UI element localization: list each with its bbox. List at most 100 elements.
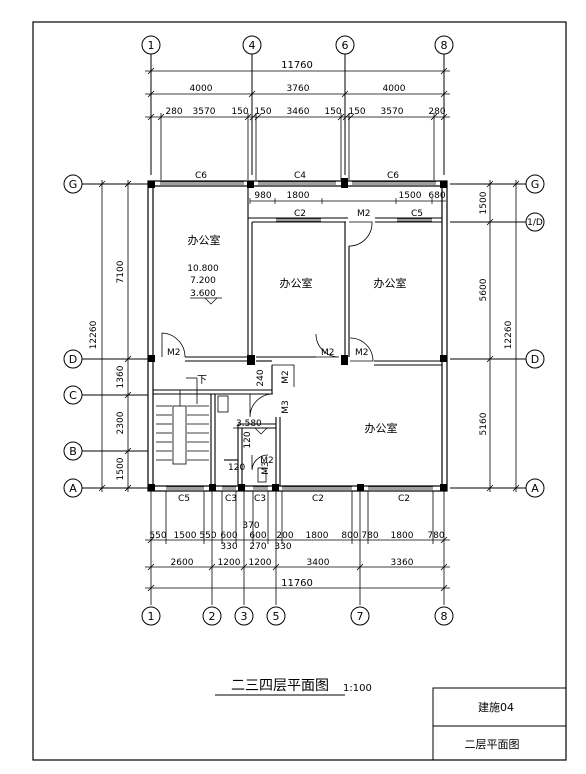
dim-bottom-bay-4: 3400 <box>307 558 330 568</box>
window-label-bottom-2: C3 <box>225 494 237 504</box>
dim-left-inner-3: 2300 <box>116 411 126 434</box>
bottom-dimension-lines <box>145 491 450 605</box>
dim-top-detail-1: 280 <box>165 107 182 117</box>
window-symbols <box>160 181 436 490</box>
dim-left-inner-1: 7100 <box>116 260 126 283</box>
dim-inner-2: 1800 <box>287 191 310 201</box>
dim-right-inner-2: 5600 <box>479 278 489 301</box>
dim-bottom-detail-5: 600 <box>249 531 266 541</box>
top-axis-6: 6 <box>342 39 349 52</box>
window-label-top-1: C6 <box>195 171 207 181</box>
dim-bottom-detail-11: 780 <box>427 531 444 541</box>
sheet-border <box>32 21 567 761</box>
dim-top-bay-3: 4000 <box>383 84 406 94</box>
dim-top-detail-5: 3460 <box>287 107 310 117</box>
dim-120-vertical: 120 <box>243 431 253 448</box>
dim-bottom-bay-5: 3360 <box>391 558 414 568</box>
bottom-axis-bubbles <box>141 606 454 626</box>
stair-down-label: 下 <box>197 375 207 386</box>
top-axis-1: 1 <box>148 39 155 52</box>
bottom-axis-3: 3 <box>241 610 248 623</box>
dim-bottom-bay-3: 1200 <box>249 558 272 568</box>
exterior-walls <box>147 180 448 492</box>
window-label-bottom-1: C5 <box>178 494 190 504</box>
landing-elevation: 3.580 <box>236 419 262 429</box>
dim-120-horizontal: 120 <box>228 463 245 473</box>
room-office-4: 办公室 <box>365 421 398 435</box>
right-axis-1-D: 1/D <box>527 218 543 228</box>
bottom-axis-5: 5 <box>273 610 280 623</box>
left-dimension-lines <box>98 180 132 492</box>
dim-bottom-small-2: 330 <box>220 542 237 552</box>
dim-left-outer: 12260 <box>89 320 99 349</box>
dim-bottom-detail-3: 550 <box>199 531 216 541</box>
dim-bottom-bay-1: 2600 <box>171 558 194 568</box>
dim-right-inner-3: 5160 <box>479 412 489 435</box>
dim-top-detail-3: 150 <box>231 107 248 117</box>
drawing-title: 二三四层平面图 <box>231 678 329 694</box>
right-axis-G: G <box>531 178 540 191</box>
window-label-bottom-3: C3 <box>254 494 266 504</box>
right-dimension-lines <box>486 180 520 492</box>
bottom-axis-8: 8 <box>441 610 448 623</box>
dim-bottom-detail-4: 600 <box>220 531 237 541</box>
window-label-top-3: C6 <box>387 171 399 181</box>
window-label-top-2: C4 <box>294 171 306 181</box>
dim-top-detail-2: 3570 <box>193 107 216 117</box>
dim-top-detail-7: 150 <box>348 107 365 117</box>
dim-top-detail-6: 150 <box>324 107 341 117</box>
sheet-number: 建施04 <box>478 700 514 714</box>
dim-left-inner-2: 1360 <box>116 365 126 388</box>
dim-bottom-small-1: 370 <box>242 521 259 531</box>
door-label-6: M2 <box>260 456 274 466</box>
top-axis-bubbles <box>141 35 454 175</box>
dim-top-total: 11760 <box>281 60 313 71</box>
door-label-5: M2 <box>281 370 291 384</box>
dim-top-detail-4: 150 <box>254 107 271 117</box>
door-label-3: M2 <box>321 348 335 358</box>
door-label-2: M2 <box>357 209 371 219</box>
dim-top-detail-8: 3570 <box>381 107 404 117</box>
dim-bottom-detail-9: 780 <box>361 531 378 541</box>
columns <box>148 178 447 491</box>
left-axis-A: A <box>69 482 77 495</box>
dim-bottom-detail-1: 550 <box>149 531 166 541</box>
interior-walls <box>153 186 442 486</box>
window-label-inner-1: C2 <box>294 209 306 219</box>
window-label-inner-2: C5 <box>411 209 423 219</box>
stair-symbol <box>156 377 209 465</box>
dim-bottom-detail-2: 1500 <box>174 531 197 541</box>
drawing-scale: 1:100 <box>343 683 372 694</box>
dim-bottom-bay-2: 1200 <box>218 558 241 568</box>
window-label-bottom-5: C2 <box>398 494 410 504</box>
dim-bottom-total: 11760 <box>281 578 313 589</box>
bottom-axis-1: 1 <box>148 610 155 623</box>
dim-left-inner-4: 1500 <box>116 457 126 480</box>
bottom-axis-7: 7 <box>357 610 364 623</box>
dim-bottom-small-3: 270 <box>249 542 266 552</box>
wc-fixtures <box>217 395 267 483</box>
elevation-1: 10.800 <box>187 264 219 274</box>
dim-right-inner-1: 1500 <box>479 191 489 214</box>
room-office-2: 办公室 <box>280 276 313 290</box>
top-axis-4: 4 <box>249 39 256 52</box>
dim-top-detail-9: 280 <box>428 107 445 117</box>
door-swings <box>161 221 374 471</box>
dim-bottom-detail-10: 1800 <box>391 531 414 541</box>
right-axis-A: A <box>531 482 539 495</box>
room-office-1: 办公室 <box>188 233 221 247</box>
elevation-2: 7.200 <box>190 276 216 286</box>
door-label-4: M2 <box>355 348 369 358</box>
title-block <box>432 687 567 761</box>
dim-right-outer: 12260 <box>504 320 514 349</box>
inner-top-dimension-line <box>249 198 446 204</box>
dim-bottom-detail-7: 1800 <box>306 531 329 541</box>
window-label-bottom-4: C2 <box>312 494 324 504</box>
dim-inner-4: 680 <box>428 191 445 201</box>
door-label-7: M3 <box>281 400 291 414</box>
left-axis-C: C <box>69 389 77 402</box>
elevation-3: 3.600 <box>190 289 216 299</box>
sheet-name: 二层平面图 <box>465 738 520 751</box>
right-axis-D: D <box>531 353 539 366</box>
